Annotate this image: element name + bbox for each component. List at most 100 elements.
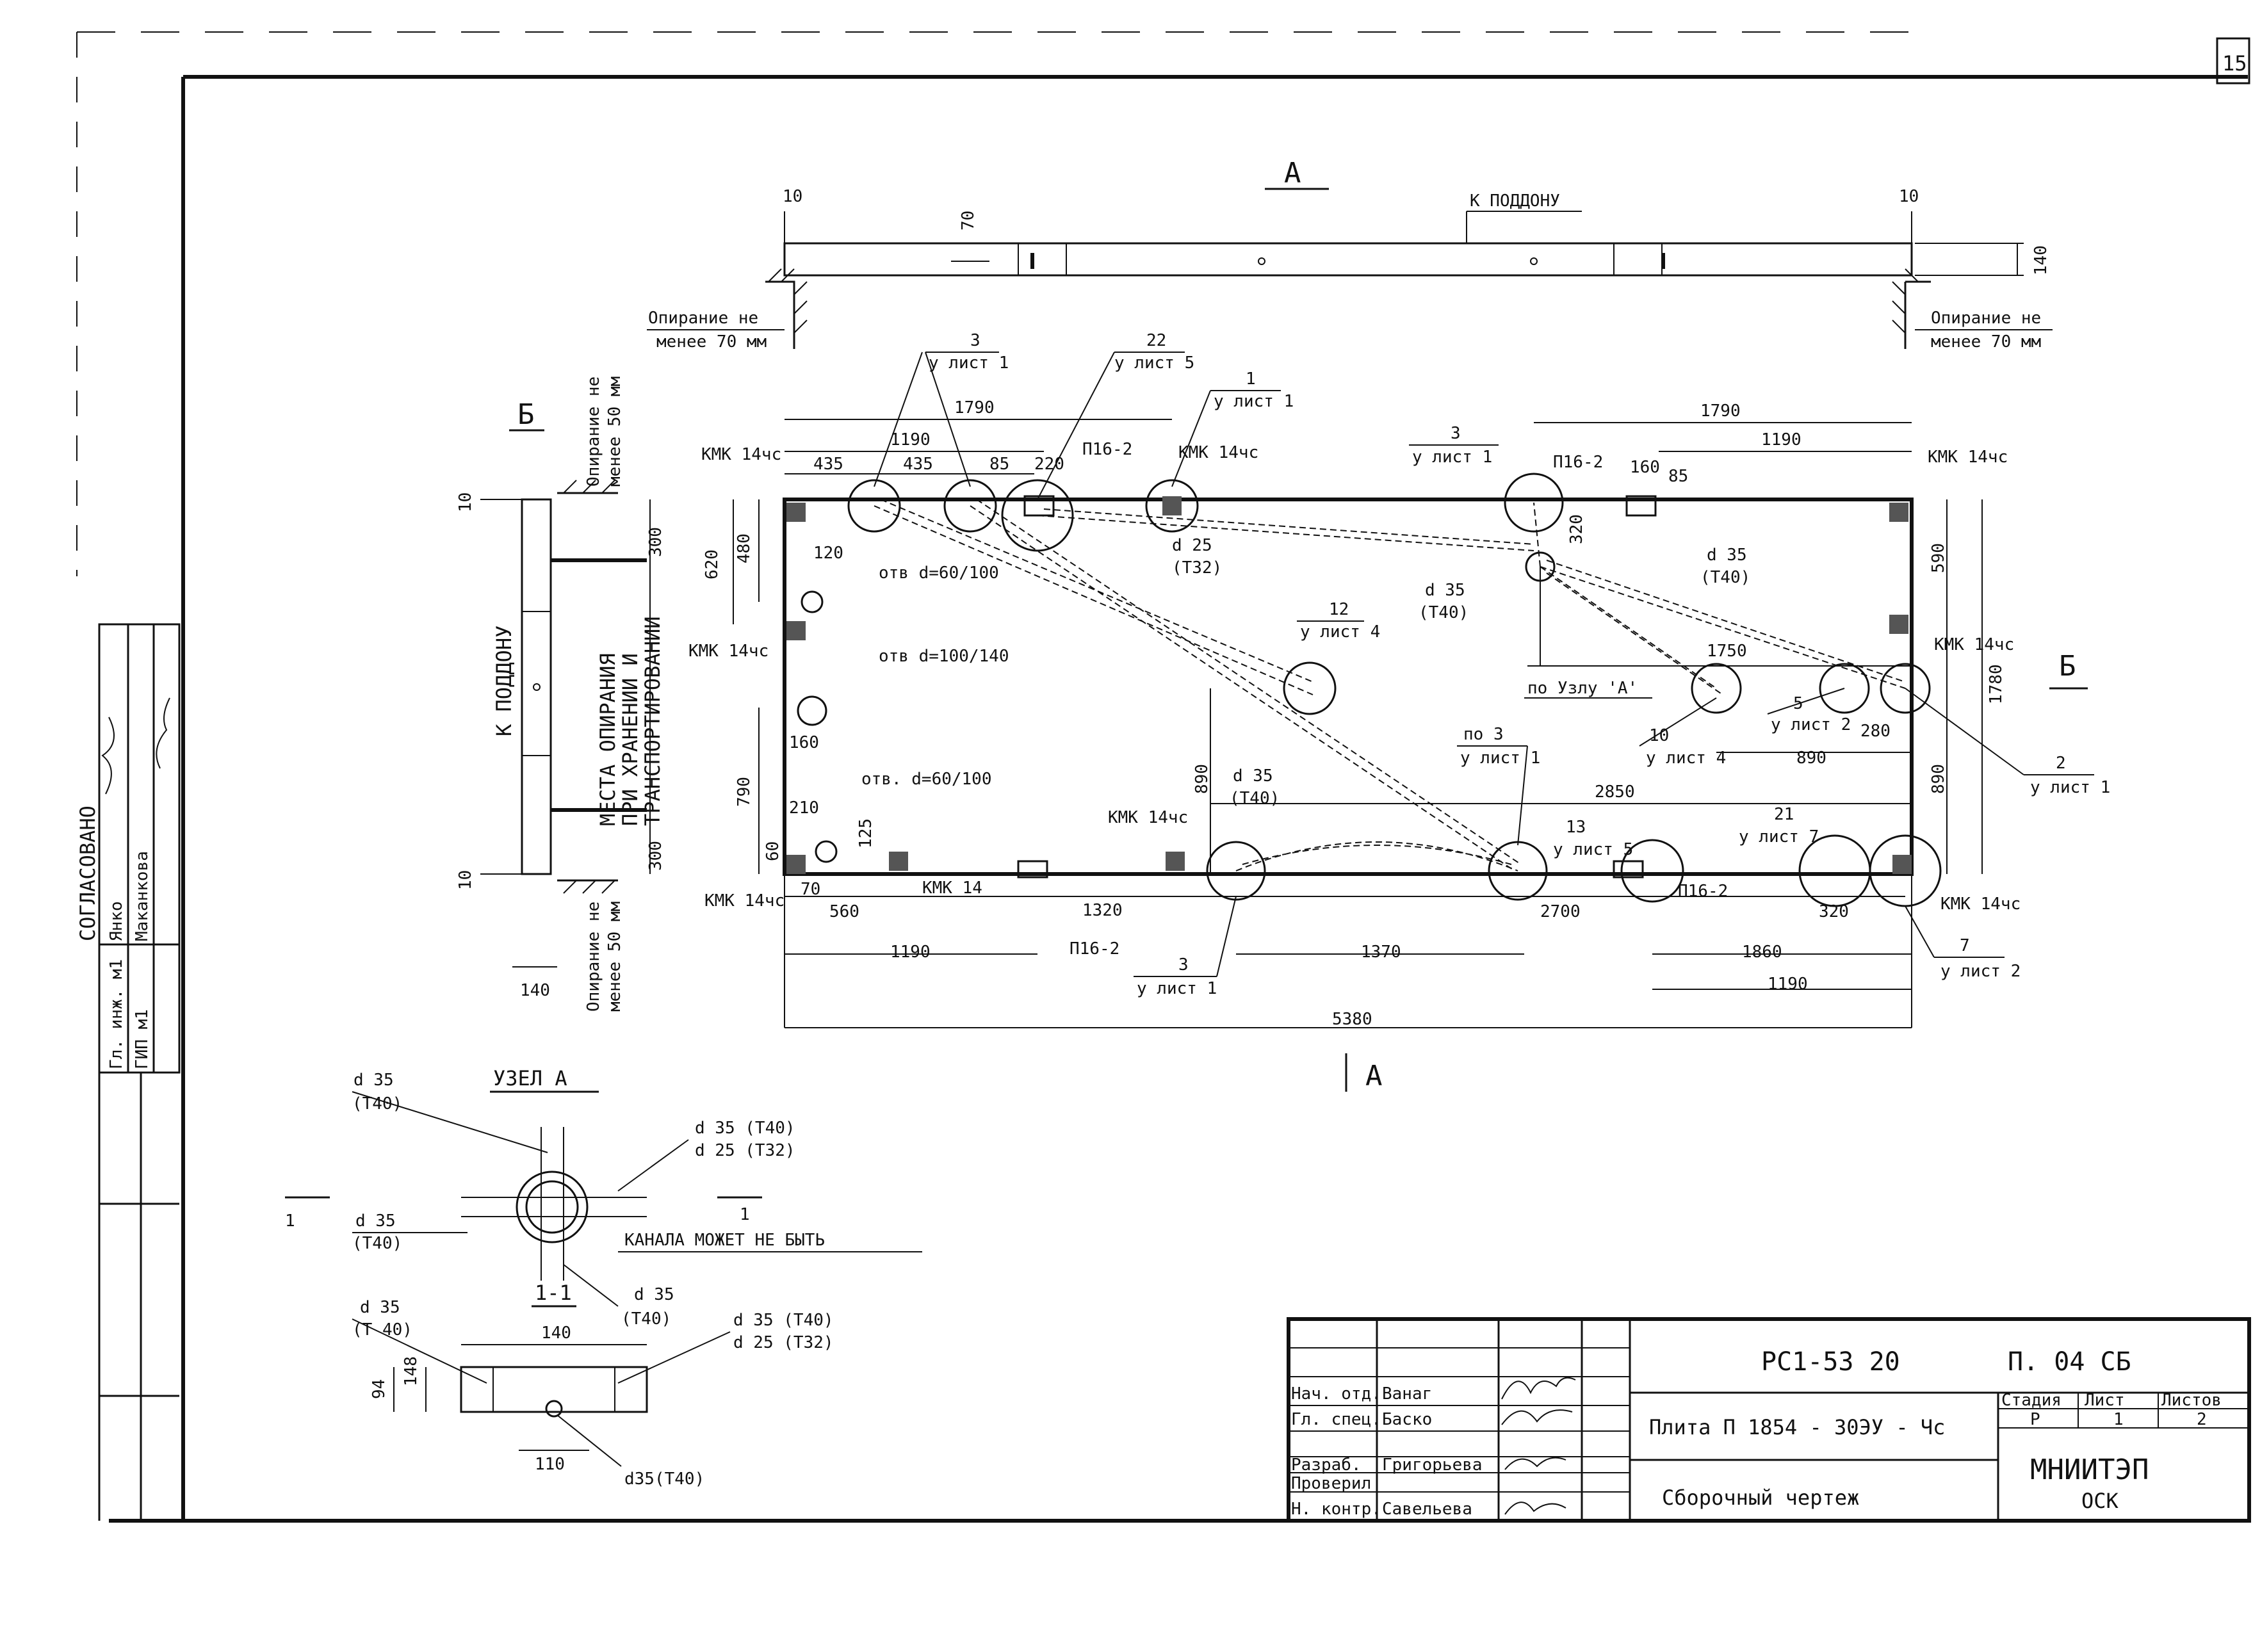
signature-basko [1501,1409,1573,1425]
stage-header: Стадия [2001,1391,2062,1410]
dim-160-top: 160 [1630,458,1660,477]
loop-circle [1504,473,1564,533]
section-b: Б К ПОДДОНУ МЕСТА ОПИРАНИЯ ПРИ ХРАНЕНИИ … [456,377,665,1012]
callout-13: 13 [1566,818,1586,837]
dim-5380: 5380 [1332,1010,1372,1029]
callout-po-3: по 3 [1463,725,1504,744]
section-b-dim-10-top: 10 [456,492,475,512]
signature-grigorieva [1504,1457,1566,1470]
label-p16-top-left: П16-2 [1082,440,1132,459]
label-kmk-right-mid: КМК 14чс [1934,635,2014,654]
callout-po-3-sheet: у лист 1 [1460,749,1540,768]
label-kmk-bottom-right: КМК 14чс [1940,895,2021,914]
callout-12: 12 [1329,600,1349,619]
stamp-role-2: ГИП м1 [133,1009,152,1069]
label-kmk-left-mid: КМК 14чс [688,642,769,661]
node-a-outer-ring [516,1170,589,1243]
label-hole-100-140: отв d=100/140 [879,647,1009,666]
callout-3-a: 3 [970,331,980,350]
dim-2700: 2700 [1540,902,1581,921]
section-1-1-d35-right: d 35 (Т40) [733,1311,834,1330]
dim-620: 620 [703,549,722,579]
loop-circle [1691,663,1742,714]
callout-3-c: 3 [1178,955,1189,975]
sheet-header: Лист [2085,1391,2125,1410]
agreed-label: СОГЛАСОВАНО [76,806,100,941]
section-a-support-left-2: менее 70 мм [656,332,767,352]
loop-circle [1001,479,1074,552]
slab-outline [783,498,1914,876]
label-d35-mid: d 35 [1233,766,1273,786]
section-b-dim-300-bot: 300 [646,841,665,871]
label-d35-left: d 35 [1425,581,1465,600]
dim-1790-left: 1790 [954,398,995,417]
loop-circle [1620,839,1684,903]
dim-1320: 1320 [1082,901,1123,920]
dimension-lines [733,419,1983,1028]
title-block: РС1-53 20 П. 04 СБ Плита П 1854 - 30ЭУ -… [1287,1317,2251,1523]
label-t40-right: (Т40) [1700,568,1750,587]
section-1-1-d35-bottom: d35(Т40) [624,1470,704,1489]
callout-22: 22 [1146,331,1166,350]
role-4: Разраб. [1291,1455,1362,1475]
node-a-cut-left: 1 [285,1211,295,1231]
node-a-d35-right: d 35 (Т40) [695,1119,795,1138]
dim-60: 60 [763,841,783,861]
section-a-dim-140: 140 [2031,245,2051,275]
loop-circle [847,479,901,533]
name-4: Григорьева [1382,1455,1483,1475]
node-a-d35-top: d 35 [354,1071,394,1090]
dim-1370: 1370 [1361,943,1401,962]
dim-1190-bot-right: 1190 [1768,975,1808,994]
label-p16-bottom-left: П16-2 [1070,939,1119,959]
name-2: Баско [1382,1410,1432,1429]
node-a-d25-right: d 25 (Т32) [695,1141,795,1160]
left-approval-stamp: СОГЛАСОВАНО Гл. инж. м1 Янко ГИП м1 Мака… [76,623,181,1521]
section-1-1-dim-140: 140 [541,1324,571,1343]
section-b-support-top-1: Опирание не [584,377,603,487]
page-number: 15 [2222,51,2247,76]
node-a-inner-ring [525,1180,579,1234]
name-1: Ванаг [1382,1384,1432,1404]
label-p16-top-right: П16-2 [1553,453,1603,472]
channels [874,499,1906,871]
callout-21: 21 [1774,805,1794,824]
loop-circle [943,479,997,533]
label-t40-mid: (Т40) [1230,789,1280,808]
dim-85-b: 85 [1668,467,1688,486]
support-places-line1: МЕСТА ОПИРАНИЯ [596,653,620,826]
label-hole-60-100-bottom: отв. d=60/100 [861,770,992,789]
signature-2 [156,697,170,769]
dim-2850: 2850 [1595,782,1635,802]
label-d35-right: d 35 [1707,546,1747,565]
loop-circle [1206,841,1266,901]
role-6: Н. контр. [1291,1500,1381,1519]
plan-section-arrow-a: А [1365,1060,1383,1092]
callout-2: 2 [2056,754,2066,773]
dim-320-bot: 320 [1819,902,1849,921]
signature-savelieva [1504,1502,1566,1515]
callout-22-sheet: у лист 5 [1114,353,1194,373]
dim-435-a: 435 [813,455,843,474]
plan-section-arrow-b: Б [2059,650,2076,683]
callout-7-sheet: у лист 2 [1940,962,2021,981]
section-1-1-dim-110: 110 [535,1455,565,1474]
sheet-value: 1 [2113,1410,2124,1429]
dim-120: 120 [813,544,843,563]
dim-890-right: 890 [1929,764,1948,794]
callout-10-sheet: у лист 4 [1646,749,1726,768]
sheets-header: Листов [2161,1391,2222,1410]
embedded-parts [786,496,1912,874]
section-a-dim-70: 70 [959,211,978,231]
label-kmk-top-mid: КМК 14чс [1178,443,1258,462]
section-1-1-dim-148: 148 [402,1356,421,1386]
org-line-2: ОСК [2081,1489,2119,1513]
callout-3-a-sheet: у лист 1 [929,353,1009,373]
label-kmk-bottom-mid: КМК 14чс [1108,808,1188,827]
label-kmk-top-right: КМК 14чс [1928,448,2008,467]
dim-1790-right: 1790 [1700,401,1741,421]
section-1-1-dim-94: 94 [370,1379,389,1399]
node-a-t40-left: (Т40) [352,1234,402,1253]
signature-vanag [1501,1377,1576,1400]
